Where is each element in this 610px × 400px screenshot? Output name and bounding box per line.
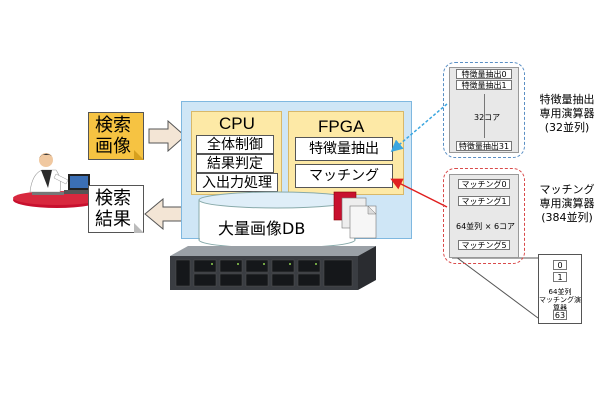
fold-corner-icon xyxy=(134,150,144,160)
cpu-item-result-judgement: 結果判定 xyxy=(196,154,274,173)
feature-unit-31: 特徴量抽出31 xyxy=(456,141,512,151)
image-files-icon xyxy=(333,191,377,239)
detail-cell-63: 63 xyxy=(553,310,567,320)
matching-unit-1: マッチング1 xyxy=(458,196,510,206)
cpu-item-io-processing: 入出力処理 xyxy=(196,173,278,192)
database-cylinder-icon xyxy=(198,191,356,249)
feature-extraction-caption: 特徴量抽出 専用演算器 (32並列) xyxy=(539,93,595,134)
output-arrow-icon xyxy=(144,198,184,230)
feature-link-arrow xyxy=(390,103,448,152)
database-label: 大量画像DB xyxy=(218,219,306,238)
matching-caption: マッチング 専用演算器 (384並列) xyxy=(539,183,595,224)
feature-core-count: 32コア xyxy=(474,113,501,122)
detail-label: 64並列 マッチング演算器 xyxy=(539,288,581,312)
matching-unit-0: マッチング0 xyxy=(458,179,510,189)
detail-cell-1: 1 xyxy=(553,272,567,282)
feature-extraction-group xyxy=(443,62,525,158)
detail-cell-0: 0 xyxy=(553,260,567,270)
fpga-title: FPGA xyxy=(318,117,365,136)
matching-link-arrow xyxy=(390,178,448,208)
fold-corner-icon xyxy=(134,223,144,233)
user-at-computer-illustration xyxy=(13,153,101,208)
matching-unit-5: マッチング5 xyxy=(458,240,510,250)
matching-group xyxy=(443,168,525,264)
fpga-item-feature-extraction: 特徴量抽出 xyxy=(295,137,393,161)
input-arrow-icon xyxy=(148,120,186,152)
cpu-item-overall-control: 全体制御 xyxy=(196,135,274,154)
feature-unit-0: 特徴量抽出0 xyxy=(456,69,512,79)
fpga-item-matching: マッチング xyxy=(295,164,393,188)
server-rack-illustration xyxy=(170,246,376,290)
cpu-title: CPU xyxy=(219,114,255,133)
feature-unit-1: 特徴量抽出1 xyxy=(456,80,512,90)
matching-parallel-label: 64並列 × 6コア xyxy=(456,222,516,231)
feature-core-divider xyxy=(484,94,485,138)
